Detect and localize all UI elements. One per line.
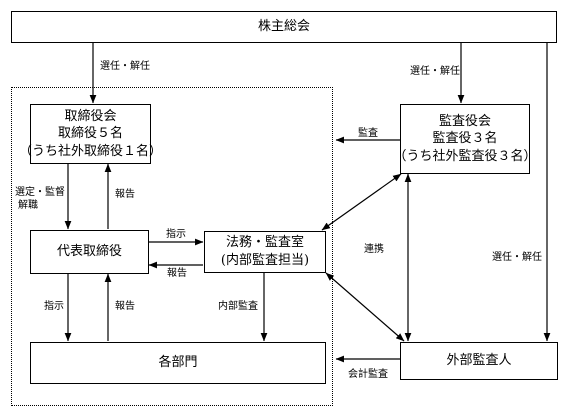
label-dismiss: 解職 bbox=[18, 200, 38, 211]
shareholders-meeting-label: 株主総会 bbox=[257, 19, 310, 35]
legal-audit-office-box: 法務・監査室 (内部監査担当) bbox=[204, 231, 326, 273]
audit-board-members: 監査役３名 bbox=[432, 131, 498, 147]
shareholders-meeting-box: 株主総会 bbox=[11, 11, 557, 43]
arrow-coop-legal-external bbox=[325, 272, 405, 342]
label-elect-dismiss-board: 選任・解任 bbox=[100, 61, 150, 72]
label-instruct-legal: 指示 bbox=[166, 229, 186, 240]
legal-audit-office-subtitle: (内部監査担当) bbox=[220, 253, 310, 268]
representative-director-label: 代表取締役 bbox=[56, 244, 122, 260]
board-of-directors-box: 取締役会 取締役５名 （うち社外取締役１名） bbox=[19, 104, 162, 164]
label-instruct-departments: 指示 bbox=[44, 301, 64, 312]
audit-board-box: 監査役会 監査役３名 （うち社外監査役３名） bbox=[394, 104, 537, 174]
label-cooperation: 連携 bbox=[364, 244, 384, 255]
label-report-departments: 報告 bbox=[115, 301, 135, 312]
label-audit: 監査 bbox=[358, 128, 378, 139]
audit-board-title: 監査役会 bbox=[438, 113, 491, 129]
label-internal-audit: 内部監査 bbox=[218, 301, 258, 312]
departments-box: 各部門 bbox=[30, 342, 326, 384]
arrow-coop-auditors-legal bbox=[321, 173, 402, 231]
external-auditor-label: 外部監査人 bbox=[446, 353, 512, 369]
external-auditor-box: 外部監査人 bbox=[400, 342, 558, 380]
label-report-legal: 報告 bbox=[167, 268, 187, 279]
board-outside-members: （うち社外取締役１名） bbox=[19, 143, 163, 159]
label-elect-dismiss-auditors: 選任・解任 bbox=[410, 66, 460, 77]
board-title: 取締役会 bbox=[64, 108, 117, 124]
corporate-boundary bbox=[11, 87, 333, 406]
label-report-board: 報告 bbox=[115, 189, 135, 200]
departments-label: 各部門 bbox=[158, 355, 198, 371]
board-members: 取締役５名 bbox=[57, 126, 123, 142]
audit-board-outside-members: （うち社外監査役３名） bbox=[393, 148, 537, 164]
label-elect-dismiss-external: 選任・解任 bbox=[492, 252, 542, 263]
label-select-supervise: 選定・監督 bbox=[15, 187, 65, 198]
legal-audit-office-title: 法務・監査室 bbox=[225, 235, 304, 251]
representative-director-box: 代表取締役 bbox=[30, 230, 149, 274]
label-accounting-audit: 会計監査 bbox=[348, 369, 388, 380]
